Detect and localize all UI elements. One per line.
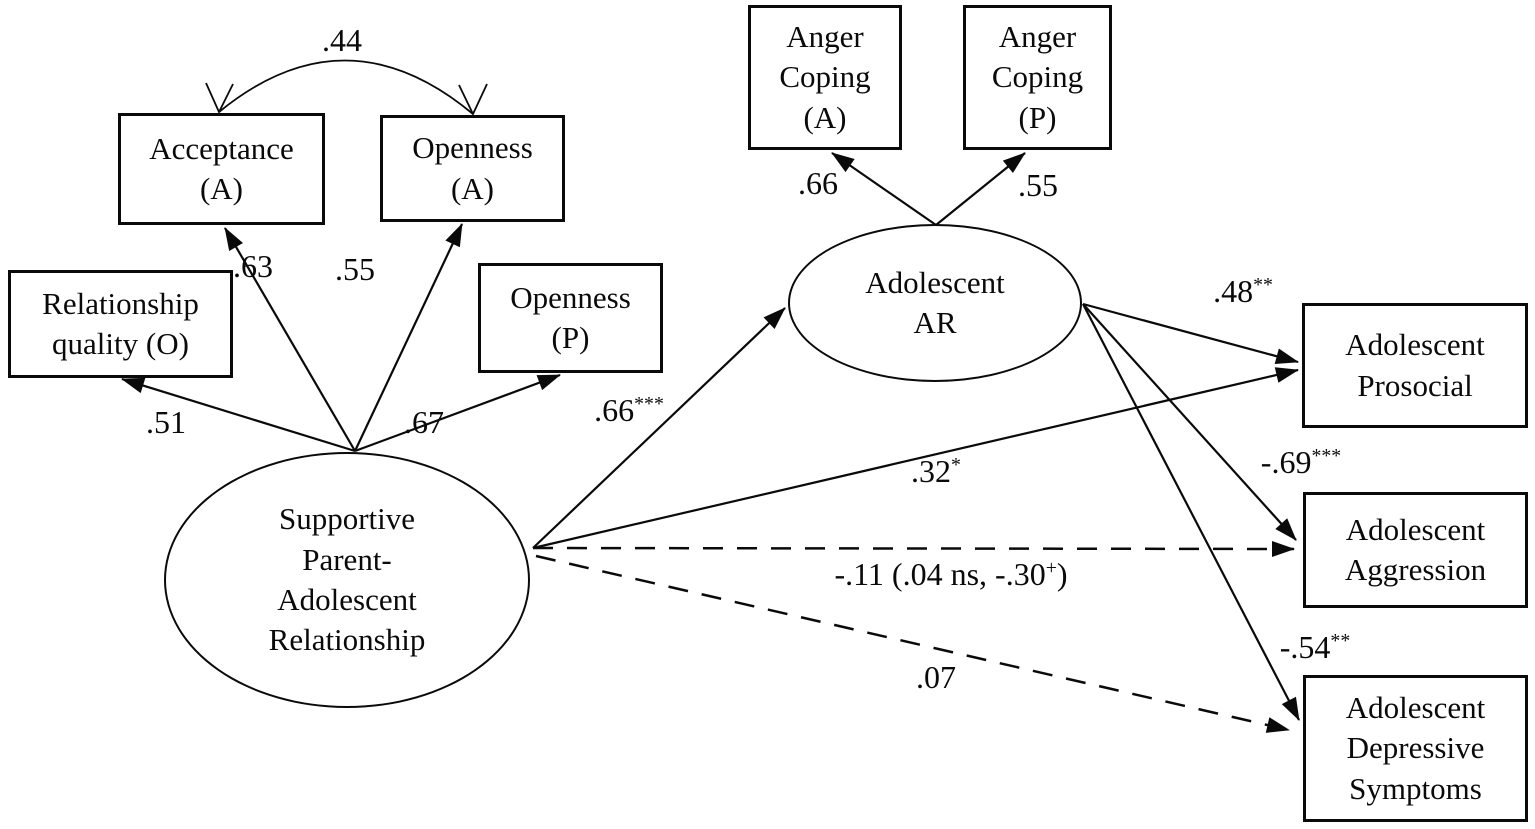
box-adolescent-aggression: Adolescent Aggression: [1303, 492, 1528, 608]
box-label-line: (P): [1018, 99, 1057, 135]
box-label-line: Relationship: [42, 285, 199, 321]
coef-loading-anger-coping-p: .55: [1018, 167, 1058, 203]
box-label-line: Depressive: [1346, 730, 1485, 766]
coef-path-spr-to-prosocial: .32*: [911, 453, 961, 489]
box-label-line: Adolescent: [1345, 690, 1486, 726]
box-label-line: (P): [551, 320, 590, 355]
path-arrow-spr-to-ar: [532, 307, 786, 549]
box-label-line: Adolescent: [1345, 511, 1486, 547]
box-label-line: Coping: [779, 59, 871, 95]
ellipse-supportive-parent-adolescent-relationship: Supportive Parent- Adolescent Relationsh…: [164, 452, 530, 708]
coef-path-spr-to-depressive: .07: [916, 659, 956, 695]
box-label-line: Openness: [412, 130, 533, 166]
box-label-line: Anger: [786, 19, 864, 55]
loading-arrow-openness-p: [354, 373, 561, 453]
box-openness-p: Openness (P): [478, 263, 663, 373]
box-label-line: Anger: [998, 19, 1077, 55]
box-adolescent-prosocial: Adolescent Prosocial: [1302, 303, 1528, 428]
coef-loading-acceptance: .63: [233, 248, 273, 284]
box-label-line: quality (O): [52, 326, 189, 361]
corr-arrowhead-left: [205, 82, 234, 115]
coef-path-ar-to-aggression: -.69***: [1260, 444, 1342, 480]
coef-path-ar-to-prosocial: .48**: [1213, 273, 1273, 309]
path-arrow-spr-to-depressive-dashed: [535, 554, 1290, 733]
loading-arrow-acceptance-a: [224, 227, 356, 452]
coef-loading-anger-coping-a: .66: [798, 165, 838, 201]
loading-arrow-anger-coping-a: [831, 152, 937, 226]
box-label-line: Symptoms: [1349, 770, 1482, 806]
coef-loading-openness-p: .67: [404, 404, 444, 440]
box-openness-a: Openness (A): [380, 115, 565, 222]
box-label-line: (A): [199, 171, 244, 206]
box-relationship-quality: Relationship quality (O): [8, 270, 233, 378]
loading-arrow-anger-coping-p: [935, 152, 1026, 226]
path-arrow-spr-to-aggression-dashed: [532, 540, 1295, 557]
coef-path-spr-to-ar: .66***: [594, 392, 664, 428]
ellipse-label-line: Relationship: [268, 622, 426, 658]
coef-corr-acceptance-openness: .44: [322, 22, 362, 58]
box-label-line: Prosocial: [1357, 367, 1473, 403]
ellipse-label-line: Adolescent: [865, 264, 1005, 300]
box-adolescent-depressive-symptoms: Adolescent Depressive Symptoms: [1303, 675, 1528, 822]
ellipse-adolescent-ar: Adolescent AR: [788, 224, 1082, 382]
path-arrow-ar-to-depressive: [1082, 303, 1300, 721]
box-label-line: Adolescent: [1345, 327, 1485, 363]
corr-arrowhead-right: [458, 83, 488, 117]
ellipse-label-line: Adolescent: [277, 582, 417, 617]
box-label-line: (A): [803, 99, 847, 135]
loading-arrow-openness-a: [354, 223, 463, 452]
coef-loading-openness-a: .55: [335, 251, 375, 287]
ellipse-label-line: Parent-: [302, 541, 392, 577]
box-anger-coping-p: Anger Coping (P): [963, 5, 1112, 150]
box-anger-coping-a: Anger Coping (A): [748, 5, 902, 150]
box-label-line: Aggression: [1344, 552, 1487, 587]
box-label-line: Acceptance: [149, 130, 294, 166]
box-label-line: Openness: [510, 279, 631, 315]
ellipse-label-line: AR: [913, 305, 957, 340]
corr-arc-acceptance-openness: [218, 59, 474, 115]
ellipse-label-line: Supportive: [278, 501, 416, 537]
path-arrow-ar-to-prosocial: [1082, 302, 1299, 364]
path-arrow-ar-to-aggression: [1082, 303, 1297, 541]
coef-path-spr-to-aggression: -.11 (.04 ns, -.30+): [834, 556, 1068, 592]
box-label-line: Coping: [991, 59, 1084, 95]
coef-path-ar-to-depressive: -.54**: [1279, 629, 1351, 665]
coef-loading-relationship-quality: .51: [146, 404, 186, 440]
loading-arrow-relationship-quality: [121, 377, 356, 453]
box-acceptance-a: Acceptance (A): [118, 113, 325, 225]
box-label-line: (A): [450, 170, 495, 206]
